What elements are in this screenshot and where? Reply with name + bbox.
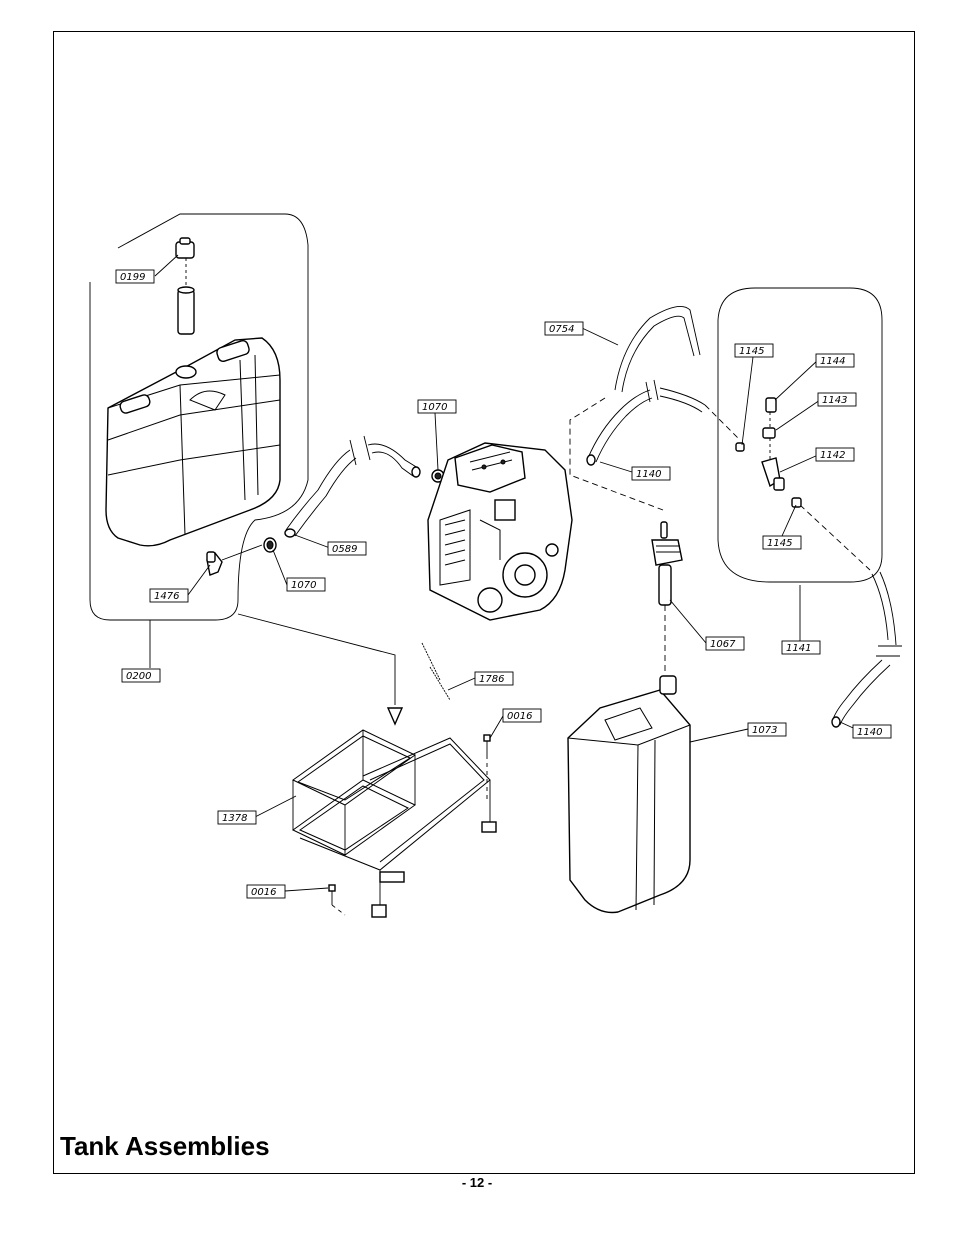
vent-hose-0754	[614, 305, 701, 393]
callout-1145: 1145	[734, 343, 774, 358]
callout-0754: 0754	[544, 321, 584, 336]
callout-label: 1070	[291, 580, 316, 591]
callout-label: 1067	[710, 639, 736, 650]
callout-label: 1476	[154, 591, 179, 602]
callout-label: 0016	[507, 711, 532, 722]
callout-1378: 1378	[217, 810, 257, 825]
callout-label: 1141	[786, 643, 811, 654]
callout-label: 1142	[820, 450, 845, 461]
callout-0016: 0016	[246, 884, 286, 899]
engine	[427, 442, 573, 621]
hose-clamp-left	[263, 537, 277, 553]
callout-label: 0589	[332, 544, 357, 555]
callout-0199: 0199	[115, 269, 155, 284]
fuel-tank	[105, 337, 281, 547]
callout-label: 1144	[820, 356, 845, 367]
elbow-fitting	[206, 551, 223, 576]
fuel-can	[567, 675, 691, 914]
callout-0016: 0016	[502, 708, 542, 723]
tank-rack-frame	[292, 729, 497, 918]
callout-0589: 0589	[327, 541, 367, 556]
fittings	[735, 397, 802, 508]
fuel-pickup-filter	[651, 521, 683, 672]
callout-label: 1786	[479, 674, 504, 685]
assembly-arrow	[237, 613, 404, 726]
callout-1142: 1142	[815, 447, 855, 462]
fitting-group-outline	[717, 287, 883, 583]
callout-1786: 1786	[474, 671, 514, 686]
callout-label: 0016	[251, 887, 276, 898]
callout-label: 1140	[636, 469, 661, 480]
callout-label: 1143	[822, 395, 847, 406]
callout-label: 1070	[422, 402, 447, 413]
callout-1141: 1141	[781, 640, 821, 655]
callout-1144: 1144	[815, 353, 855, 368]
callout-label: 0200	[126, 671, 151, 682]
callout-label: 1073	[752, 725, 777, 736]
callout-label: 1145	[739, 346, 764, 357]
tank-group-outline	[89, 213, 309, 621]
callout-label: 1145	[767, 538, 792, 549]
callout-label: 0754	[549, 324, 574, 335]
leader-lines	[149, 254, 863, 892]
callout-1070: 1070	[417, 399, 457, 414]
page-frame	[53, 31, 915, 1174]
callout-1143: 1143	[817, 392, 857, 407]
callout-1145: 1145	[762, 535, 802, 550]
hose-1140-lower	[831, 571, 902, 728]
page-title: Tank Assemblies	[60, 1131, 270, 1161]
callout-1140: 1140	[852, 724, 892, 739]
callout-1140: 1140	[631, 466, 671, 481]
hose-1140-upper	[586, 379, 706, 466]
bolt-lower	[328, 884, 346, 916]
fuel-hose-0589	[284, 435, 421, 538]
callout-label: 1140	[857, 727, 882, 738]
callout-1070: 1070	[286, 577, 326, 592]
filler-neck	[177, 286, 195, 335]
callout-label: 1378	[222, 813, 247, 824]
fuel-cap	[175, 237, 195, 259]
callout-label: 0199	[120, 272, 145, 283]
springs	[421, 642, 451, 701]
bolt-upper	[483, 734, 491, 800]
callout-1067: 1067	[705, 636, 745, 651]
callout-1476: 1476	[149, 588, 189, 603]
page-number: - 12 -	[461, 1175, 493, 1190]
callout-0200: 0200	[121, 668, 161, 683]
callout-1073: 1073	[747, 722, 787, 737]
